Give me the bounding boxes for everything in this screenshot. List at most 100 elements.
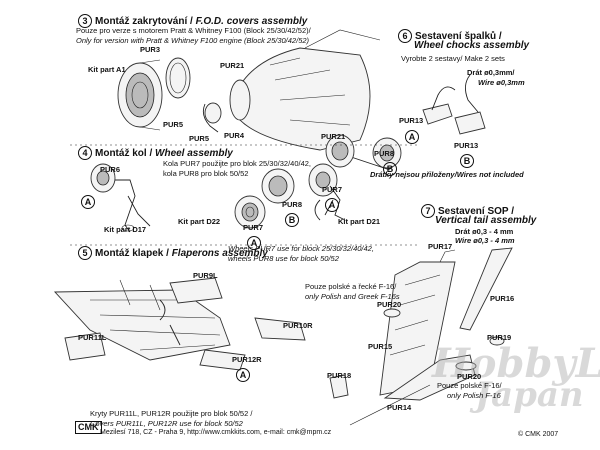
wheel-main-left-drawing (234, 168, 295, 229)
label-pur7-a: PUR7 (243, 223, 264, 232)
section-4-title-en: Wheel assembly (155, 148, 233, 159)
label-pur3: PUR3 (140, 45, 161, 54)
section-5-number: 5 (78, 246, 92, 260)
label-pur13-a: PUR13 (399, 116, 424, 125)
section-7-title-en: Vertical tail assembly (435, 216, 536, 226)
section-6-title-cz-text: Sestavení špalků / (415, 31, 502, 42)
wing-drawing (53, 277, 306, 371)
section-4-note-en1: Wheels PUR7 use for block 25/30/32/40/42… (228, 244, 374, 253)
label-pur5-a: PUR5 (163, 120, 184, 129)
vertical-tail-drawing (329, 247, 513, 426)
cmk-logo-text: CMK (78, 422, 99, 432)
section-4-number: 4 (78, 146, 92, 160)
section-7-title-en-text: Vertical tail assembly (435, 215, 537, 226)
ref-a-wheel-right-circle: A (325, 198, 339, 212)
ref-a-nose-circle: A (81, 195, 95, 209)
watermark-line1: HobbyLink (432, 340, 600, 387)
section-4-note-en2: wheels PUR8 use for block 50/52 (228, 254, 339, 263)
label-pur15: PUR15 (368, 342, 393, 351)
section-3-number: 3 (78, 14, 92, 28)
label-kit-d21: Kit part D21 (338, 217, 381, 226)
ref-a-flaperon-circle: A (236, 368, 250, 382)
section-6-title-en: Wheel chocks assembly (414, 41, 529, 51)
section-7-note1-en: only Polish and Greek F-16s (305, 292, 400, 301)
section-5-title-en: Flaperons assembly (171, 248, 268, 259)
label-pur5-b: PUR5 (189, 134, 210, 143)
section-4-wires-note: Drátky nejsou přiloženy/Wires not includ… (370, 170, 524, 179)
label-pur16: PUR16 (490, 294, 515, 303)
label-kit-d22: Kit part D22 (178, 217, 221, 226)
section-7-note1-cz: Pouze polské a řecké F-16/ (305, 282, 397, 291)
section-7-title-cz-text: Sestavení SOP / (438, 206, 514, 217)
label-pur21-bottom: PUR21 (321, 132, 346, 141)
ref-b-chocks-circle: B (460, 154, 474, 168)
watermark-logo: HobbyLink (432, 340, 600, 387)
ref-a-chocks: A (405, 128, 422, 144)
section-7-note2-en: only Polish F-16 (447, 391, 501, 400)
section-4-note-cz2: kola PUR8 pro blok 50/52 (163, 169, 249, 178)
label-pur9l: PUR9L (193, 271, 218, 280)
label-pur19: PUR19 (487, 333, 512, 342)
section-5-note-cz: Kryty PUR11L, PUR12R použijte pro blok 5… (90, 409, 253, 418)
footer-copyright: © CMK 2007 (518, 431, 559, 438)
nozzle-drawing (117, 57, 191, 131)
ref-a-wheel-left-circle: A (247, 236, 261, 250)
wheel-chocks-drawing (422, 74, 486, 135)
section-7-wire-cz: Drát ø0,3 - 4 mm (455, 227, 514, 236)
section-6-title-en-text: Wheel chocks assembly (414, 40, 530, 51)
section-5-title-cz: Montáž klapek / (95, 248, 169, 259)
section-6-wire-en: Wire ø0,3mm (478, 78, 525, 87)
label-pur20-b: PUR20 (457, 372, 482, 381)
section-7-wire-en: Wire ø0,3 - 4 mm (455, 236, 515, 245)
ref-b-wheel-right-circle: B (383, 162, 397, 176)
label-pur7-b: PUR7 (322, 185, 343, 194)
ref-b-chocks: B (460, 152, 477, 168)
label-pur20-a: PUR20 (377, 300, 402, 309)
label-pur11l: PUR11L (78, 333, 107, 342)
wheel-main-right-drawing (308, 134, 402, 221)
section-3-title-cz: Montáž zakrytování / (95, 16, 193, 27)
section-6-wire-cz: Drát ø0,3mm/ (467, 68, 515, 77)
ref-a-chocks-circle: A (405, 130, 419, 144)
ref-b-wheel-left-circle: B (285, 213, 299, 227)
ref-b-wheel-right: B (383, 160, 400, 176)
ref-a-wheel-left: A (247, 234, 264, 250)
section-3-note-cz: Pouze pro verze s motorem Pratt & Whitne… (76, 26, 311, 35)
section-6-number: 6 (398, 29, 412, 43)
label-pur18: PUR18 (327, 371, 352, 380)
section-7-number: 7 (421, 204, 435, 218)
section-4-note-cz1: Kola PUR7 použijte pro blok 25/30/32/40/… (163, 159, 312, 168)
label-pur13-b: PUR13 (454, 141, 479, 150)
ref-a-wheel-right: A (325, 196, 342, 212)
label-pur17: PUR17 (428, 242, 453, 251)
label-pur14: PUR14 (387, 403, 412, 412)
cmk-logo: CMK (75, 421, 102, 434)
label-pur12r: PUR12R (232, 355, 262, 364)
label-pur4: PUR4 (224, 131, 245, 140)
section-6-note: Vyrobte 2 sestavy/ Make 2 sets (401, 54, 505, 63)
section-5-note-en: Covers PUR11L, PUR12R use for block 50/5… (90, 419, 243, 428)
label-pur8-b: PUR8 (374, 149, 395, 158)
ref-a-flaperon: A (236, 366, 253, 382)
ref-a-nose: A (81, 193, 98, 209)
section-7-note2-cz: Pouze polské F-16/ (437, 381, 502, 390)
wheel-nose-drawing (90, 163, 151, 233)
footer-address: Mezilesí 718, CZ - Praha 9, http://www.c… (100, 429, 332, 436)
section-3-title-en: F.O.D. covers assembly (195, 16, 308, 27)
label-pur21-top: PUR21 (220, 61, 245, 70)
section-3-note-en: Only for version with Pratt & Whitney F1… (76, 36, 310, 45)
label-kit-d17: Kit part D17 (104, 225, 147, 234)
watermark-logo-line2: Japan (475, 375, 584, 415)
watermark-line2: Japan (475, 375, 584, 415)
ref-b-wheel-left: B (285, 211, 302, 227)
label-pur10r: PUR10R (283, 321, 313, 330)
label-pur8-a: PUR8 (282, 200, 303, 209)
section-4-title-cz: Montáž kol / (95, 148, 153, 159)
